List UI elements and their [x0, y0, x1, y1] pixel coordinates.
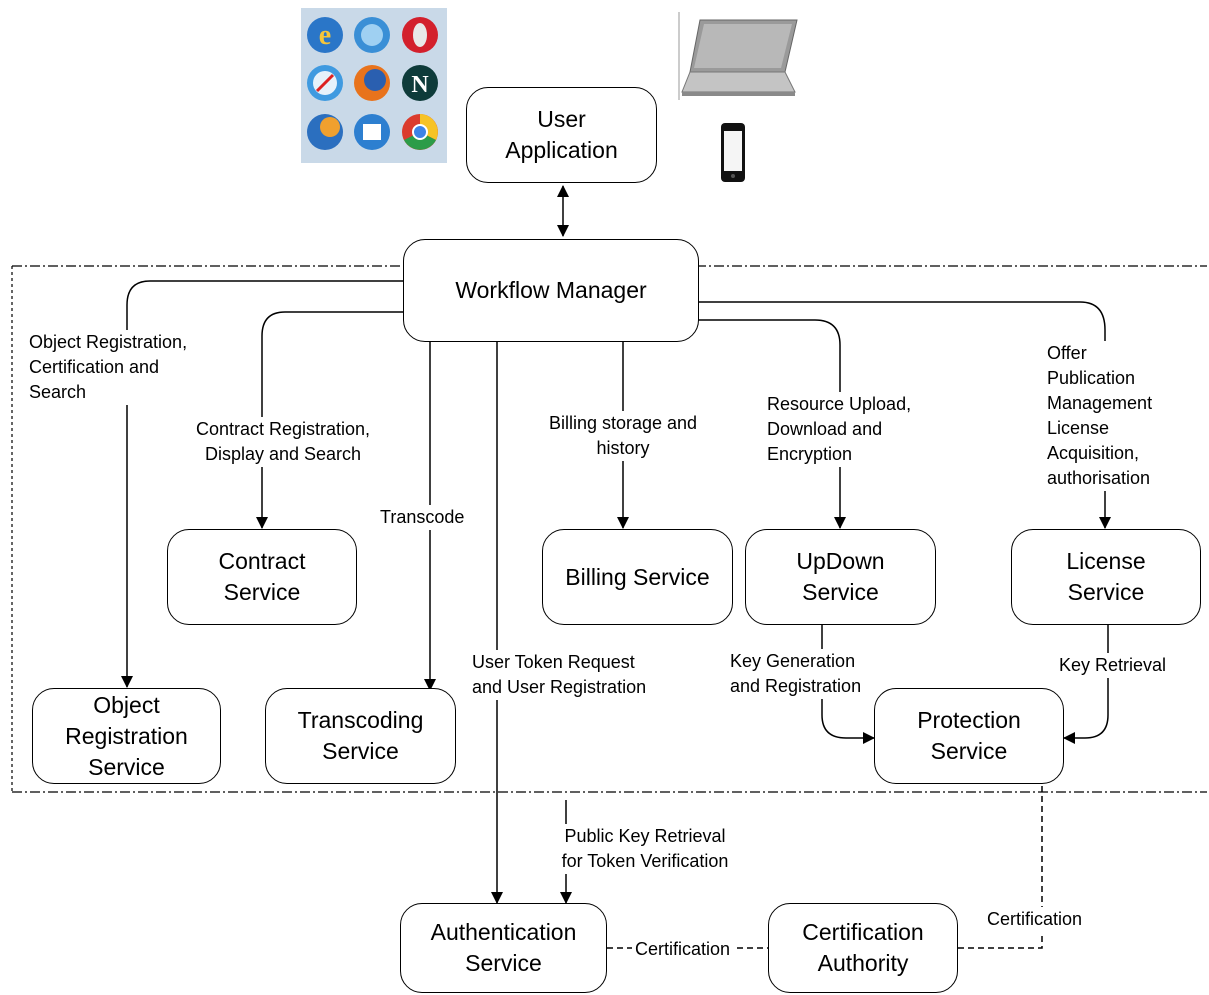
- label-object-registration: Object Registration, Certification and S…: [29, 330, 188, 405]
- edge-to-object-registration: [121, 280, 403, 688]
- user-application-node: User Application: [466, 87, 657, 183]
- workflow-manager-node: Workflow Manager: [403, 239, 699, 342]
- label-contract-registration: Contract Registration, Display and Searc…: [178, 417, 388, 467]
- contract-service-node: Contract Service: [167, 529, 357, 625]
- label-certification-right: Certification: [987, 907, 1083, 932]
- edge-to-contract: [256, 311, 403, 529]
- label-resource-upload: Resource Upload, Download and Encryption: [767, 392, 912, 467]
- edge-certauth-protection: [958, 784, 1043, 949]
- smartphone-icon: [721, 123, 745, 182]
- updown-service-node: UpDown Service: [745, 529, 936, 625]
- label-offer-publication: Offer Publication Management License Acq…: [1047, 341, 1153, 491]
- protection-service-node: Protection Service: [874, 688, 1064, 784]
- svg-text:e: e: [319, 20, 331, 51]
- label-key-retrieval: Key Retrieval: [1059, 653, 1167, 678]
- label-certification-between: Certification: [632, 937, 734, 962]
- web-browsers-icon: e N: [301, 8, 447, 163]
- label-transcode: Transcode: [380, 505, 465, 530]
- label-key-generation: Key Generation and Registration: [730, 649, 862, 699]
- edge-license-protection: [1063, 624, 1109, 744]
- laptop-icon: [678, 12, 798, 100]
- edge-to-updown: [698, 319, 846, 529]
- certification-authority-node: Certification Authority: [768, 903, 958, 993]
- license-service-node: License Service: [1011, 529, 1201, 625]
- edge-to-license: [698, 301, 1111, 529]
- svg-text:N: N: [411, 72, 429, 98]
- billing-service-node: Billing Service: [542, 529, 733, 625]
- transcoding-service-node: Transcoding Service: [265, 688, 456, 784]
- object-registration-service-node: Object Registration Service: [32, 688, 221, 784]
- label-public-key-retrieval: Public Key Retrieval for Token Verificat…: [543, 824, 747, 874]
- label-billing: Billing storage and history: [530, 411, 716, 461]
- label-user-token: User Token Request and User Registration: [472, 650, 647, 700]
- edge-updown-protection: [821, 624, 875, 744]
- authentication-service-node: Authentication Service: [400, 903, 607, 993]
